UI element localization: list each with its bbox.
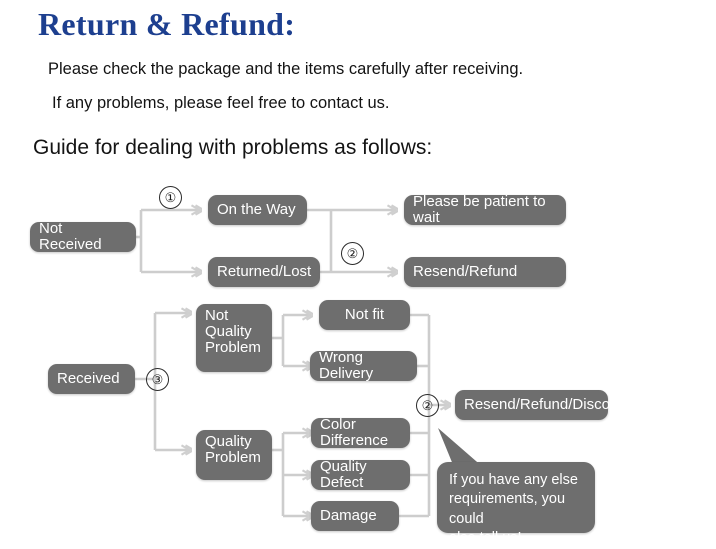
node-returned-lost: Returned/Lost [208,257,320,287]
guide-heading: Guide for dealing with problems as follo… [33,136,433,159]
node-damage: Damage [311,501,399,531]
node-received: Received [48,364,135,394]
node-quality-defect: Quality Defect [311,458,410,491]
node-not-quality-problem: Not Quality Problem [196,304,272,372]
return-refund-infographic: Return & Refund: Please check the packag… [30,0,716,546]
node-resend-refund-discount: Resend/Refund/Discount [455,390,631,420]
intro-line-1: Please check the package and the items c… [48,60,524,78]
node-resend-refund: Resend/Refund [404,257,566,287]
node-please-be-patient: Please be patient to wait [404,193,566,226]
marker-step-two-bottom: ② [416,394,439,417]
page-title: Return & Refund: [38,6,296,42]
marker-step-three: ③ [146,368,169,391]
marker-step-two-top: ② [341,242,364,265]
intro-line-2: If any problems, please feel free to con… [52,94,390,112]
node-quality-problem: Quality Problem [196,430,272,480]
node-not-received: Not Received [30,220,136,253]
node-on-the-way: On the Way [208,195,307,225]
marker-step-one: ① [159,186,182,209]
node-not-fit: Not fit [319,300,410,330]
callout-bubble: If you have any else requirements, you c… [437,462,595,546]
node-wrong-delivery: Wrong Delivery [310,349,417,382]
flowchart-connectors [135,0,716,536]
flowchart: Not Received On the Way Returned/Lost Pl… [30,0,716,546]
node-color-difference: Color Difference [311,416,410,449]
